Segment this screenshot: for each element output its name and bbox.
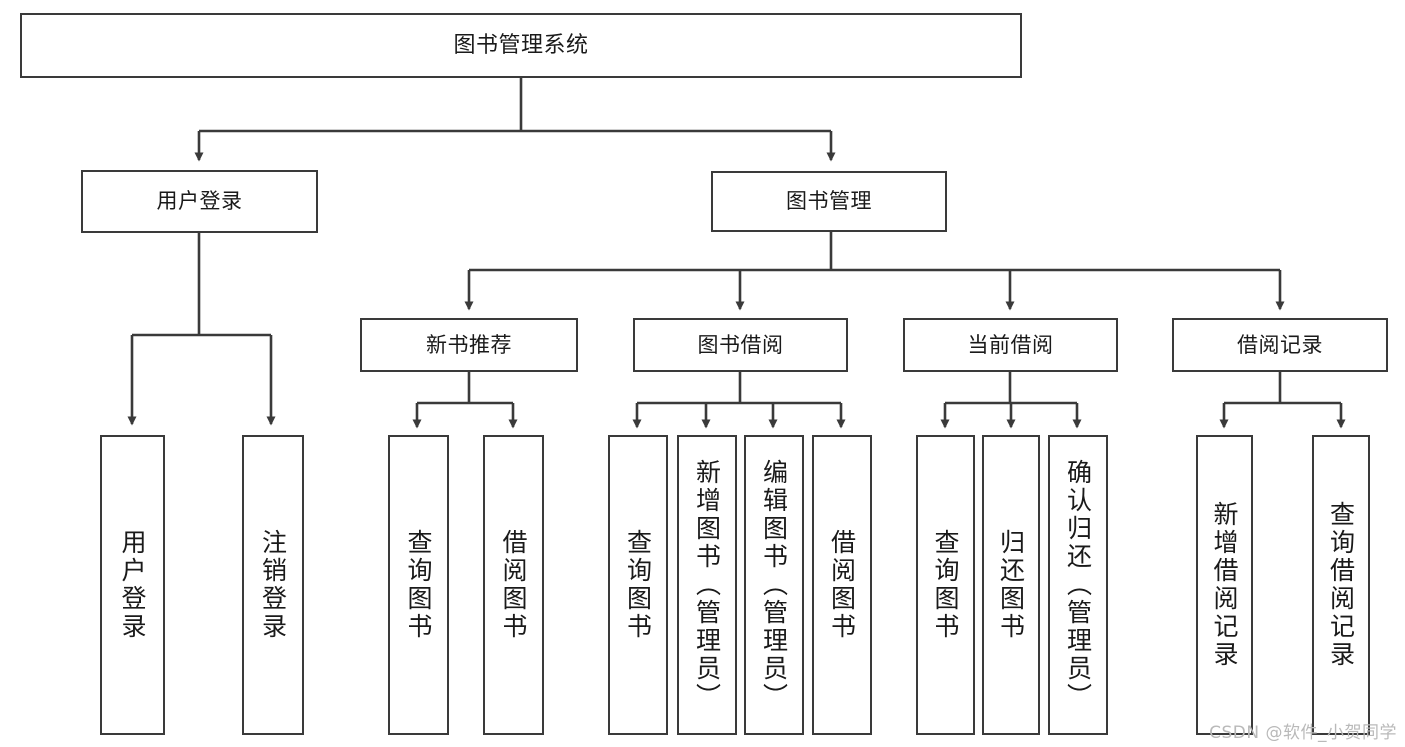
node-book-management[interactable]: 图书管理 bbox=[711, 171, 947, 232]
node-label: 查询借阅记录 bbox=[1326, 501, 1356, 669]
node-label: 图书借阅 bbox=[697, 332, 784, 357]
node-label: 图书管理 bbox=[786, 189, 872, 214]
node-label: 图书管理系统 bbox=[453, 32, 589, 58]
leaf-borrow-records-add[interactable]: 新增借阅记录 bbox=[1196, 435, 1253, 735]
leaf-user-login-login[interactable]: 用户登录 bbox=[100, 435, 165, 735]
node-label: 借阅记录 bbox=[1237, 332, 1323, 357]
node-label: 新书推荐 bbox=[426, 332, 512, 357]
leaf-book-borrow-query[interactable]: 查询图书 bbox=[608, 435, 668, 735]
leaf-current-borrow-return[interactable]: 归还图书 bbox=[982, 435, 1040, 735]
node-label: 借阅图书 bbox=[827, 529, 857, 641]
leaf-new-book-query[interactable]: 查询图书 bbox=[388, 435, 449, 735]
node-label: 用户登录 bbox=[118, 529, 147, 641]
node-label: 查询图书 bbox=[404, 529, 433, 641]
node-label: 当前借阅 bbox=[967, 332, 1054, 357]
leaf-user-login-logout[interactable]: 注销登录 bbox=[242, 435, 304, 735]
node-label: 编辑图书（管理员） bbox=[759, 459, 789, 711]
leaf-book-borrow-edit[interactable]: 编辑图书（管理员） bbox=[744, 435, 804, 735]
node-label: 查询图书 bbox=[931, 529, 960, 641]
leaf-current-borrow-query[interactable]: 查询图书 bbox=[916, 435, 975, 735]
node-label: 注销登录 bbox=[258, 529, 288, 641]
node-label: 用户登录 bbox=[156, 189, 243, 214]
leaf-new-book-borrow[interactable]: 借阅图书 bbox=[483, 435, 544, 735]
node-label: 确认归还（管理员） bbox=[1063, 459, 1093, 711]
node-label: 新增图书（管理员） bbox=[692, 459, 722, 711]
node-label: 新增借阅记录 bbox=[1210, 501, 1239, 669]
node-label: 借阅图书 bbox=[499, 529, 528, 641]
node-borrow-records[interactable]: 借阅记录 bbox=[1172, 318, 1388, 372]
node-current-borrow[interactable]: 当前借阅 bbox=[903, 318, 1118, 372]
node-user-login[interactable]: 用户登录 bbox=[81, 170, 318, 233]
leaf-current-borrow-confirm-return[interactable]: 确认归还（管理员） bbox=[1048, 435, 1108, 735]
leaf-borrow-records-query[interactable]: 查询借阅记录 bbox=[1312, 435, 1370, 735]
node-book-borrow[interactable]: 图书借阅 bbox=[633, 318, 848, 372]
node-root-system[interactable]: 图书管理系统 bbox=[20, 13, 1022, 78]
leaf-book-borrow-add[interactable]: 新增图书（管理员） bbox=[677, 435, 737, 735]
leaf-book-borrow-borrow[interactable]: 借阅图书 bbox=[812, 435, 872, 735]
watermark: CSDN @软件_小贺同学 bbox=[1209, 723, 1397, 743]
node-label: 归还图书 bbox=[996, 529, 1026, 641]
node-new-book-recommend[interactable]: 新书推荐 bbox=[360, 318, 578, 372]
node-label: 查询图书 bbox=[623, 529, 653, 641]
